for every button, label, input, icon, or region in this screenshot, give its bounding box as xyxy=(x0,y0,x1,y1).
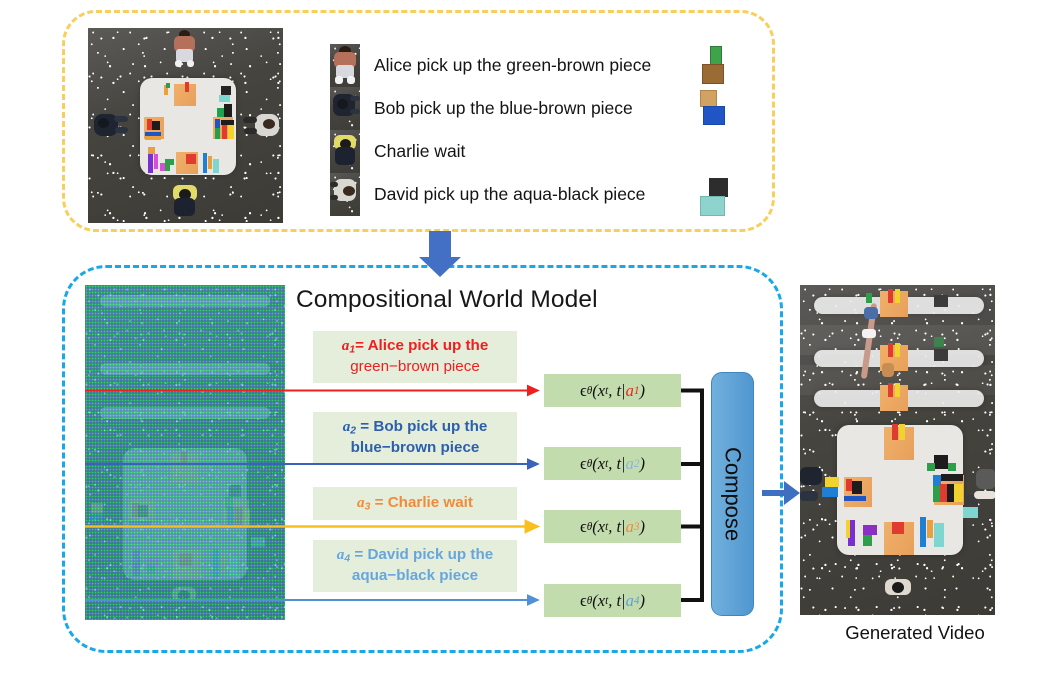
action-box-a3: a3 = Charlie wait xyxy=(313,487,517,520)
charlie-thumbnail-icon xyxy=(330,130,360,173)
legend-item-label: David pick up the aqua-black piece xyxy=(374,184,646,204)
person-charlie xyxy=(168,183,202,223)
input-actions-panel xyxy=(62,10,775,232)
action-box-a4: a4 = David pick up the aqua−black piece xyxy=(313,540,517,592)
epsilon-glyph: ϵ xyxy=(580,380,587,400)
legend-item-charlie: Charlie wait xyxy=(330,130,730,173)
compose-block: Compose xyxy=(711,372,754,616)
bob-piece-swatch xyxy=(700,90,734,130)
david-piece-swatch xyxy=(700,178,734,220)
action-symbol: a xyxy=(341,336,350,354)
action-box-a2: a2 = Bob pick up the blue−brown piece xyxy=(313,412,517,464)
alice-piece-swatch xyxy=(702,46,732,86)
legend-item-label: Alice pick up the green-brown piece xyxy=(374,55,652,75)
legend-item-label: Charlie wait xyxy=(374,141,466,161)
action-box-a1: a1= Alice pick up the green−brown piece xyxy=(313,331,517,383)
epsilon-glyph: ϵ xyxy=(580,516,587,536)
legend-item-alice: Alice pick up the green-brown piece xyxy=(330,44,730,87)
page-title: Compositional World Model xyxy=(296,286,598,313)
bob-thumbnail-icon xyxy=(330,87,360,130)
action-line-2: aqua−black piece xyxy=(351,567,479,585)
david-thumbnail-icon xyxy=(330,173,360,216)
person-bob xyxy=(90,110,130,144)
generated-video-image xyxy=(800,285,995,615)
legend-item-david: David pick up the aqua-black piece xyxy=(330,173,730,216)
action-line-1: a2 = Bob pick up the xyxy=(342,417,488,437)
legend-item-label: Bob pick up the blue-brown piece xyxy=(374,98,633,118)
action-line-1: a3 = Charlie wait xyxy=(357,493,473,512)
noisy-latent-image xyxy=(85,285,285,620)
action-line-1: a1= Alice pick up the xyxy=(341,336,489,356)
action-line-1: a4 = David pick up the xyxy=(336,545,494,565)
action-line-2: green−brown piece xyxy=(350,358,480,376)
legend-item-bob: Bob pick up the blue-brown piece xyxy=(330,87,730,130)
person-alice xyxy=(171,30,199,70)
alice-thumbnail-icon xyxy=(330,44,360,87)
person-david xyxy=(243,110,283,144)
action-legend: Alice pick up the green-brown piece Bob … xyxy=(330,44,730,216)
epsilon-glyph: ϵ xyxy=(580,453,587,473)
generated-video-caption: Generated Video xyxy=(845,622,985,643)
compose-label: Compose xyxy=(720,446,746,542)
overhead-scene-image xyxy=(88,28,283,223)
action-line-2: blue−brown piece xyxy=(350,439,480,457)
epsilon-glyph: ϵ xyxy=(580,590,587,610)
